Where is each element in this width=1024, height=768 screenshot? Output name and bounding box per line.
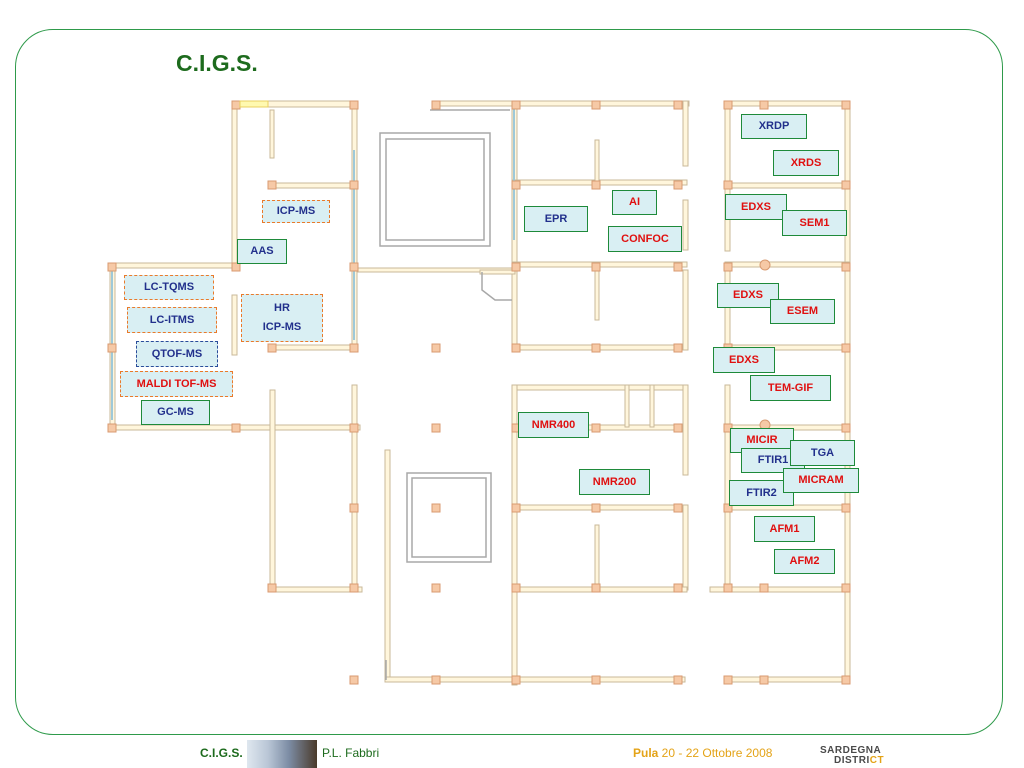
tga-label: TGA: [790, 440, 855, 466]
lc-itms-label: LC-ITMS: [127, 307, 217, 333]
sardegna-district-logo: SARDEGNA DISTRICT: [820, 746, 884, 766]
icp-ms-label: ICP-MS: [262, 200, 330, 223]
maldi-tof-ms-label: MALDI TOF-MS: [120, 371, 233, 397]
footer-author: P.L. Fabbri: [322, 746, 380, 760]
xrds-label: XRDS: [773, 150, 839, 176]
xrdp-label: XRDP: [741, 114, 807, 139]
nmr200-label: NMR200: [579, 469, 650, 495]
edxs-label-2: EDXS: [717, 283, 779, 308]
lc-tqms-label: LC-TQMS: [124, 275, 214, 300]
footer-location: Pula: [633, 746, 659, 760]
nmr400-label: NMR400: [518, 412, 589, 438]
qtof-ms-label: QTOF-MS: [136, 341, 218, 367]
footer-org: C.I.G.S.: [200, 746, 243, 760]
sem1-label: SEM1: [782, 210, 847, 236]
hr-icp-ms-line2: ICP-MS: [262, 321, 302, 333]
logo-line-1: SARDEGNA: [820, 745, 882, 756]
logo-line-2: DISTRICT: [820, 756, 884, 766]
tem-gif-label: TEM-GIF: [750, 375, 831, 401]
edxs-label-1: EDXS: [725, 194, 787, 220]
confoc-label: CONFOC: [608, 226, 682, 252]
hr-icp-ms-line1: HR: [274, 302, 290, 314]
esem-label: ESEM: [770, 299, 835, 324]
slide-frame: [15, 29, 1003, 735]
footer-image: [247, 740, 317, 768]
footer-dates: 20 - 22 Ottobre 2008: [658, 746, 773, 760]
footer-event: Pula 20 - 22 Ottobre 2008: [633, 746, 772, 760]
gc-ms-label: GC-MS: [141, 400, 210, 425]
logo-line-2b: CT: [869, 755, 885, 766]
ai-label: AI: [612, 190, 657, 215]
micram-label: MICRAM: [783, 468, 859, 493]
slide-title: C.I.G.S.: [176, 50, 258, 76]
logo-line-2a: DISTRI: [834, 755, 870, 766]
aas-label: AAS: [237, 239, 287, 264]
edxs-label-3: EDXS: [713, 347, 775, 373]
epr-label: EPR: [524, 206, 588, 232]
hr-icp-ms-label: HR ICP-MS: [241, 294, 323, 342]
afm2-label: AFM2: [774, 549, 835, 574]
afm1-label: AFM1: [754, 516, 815, 542]
